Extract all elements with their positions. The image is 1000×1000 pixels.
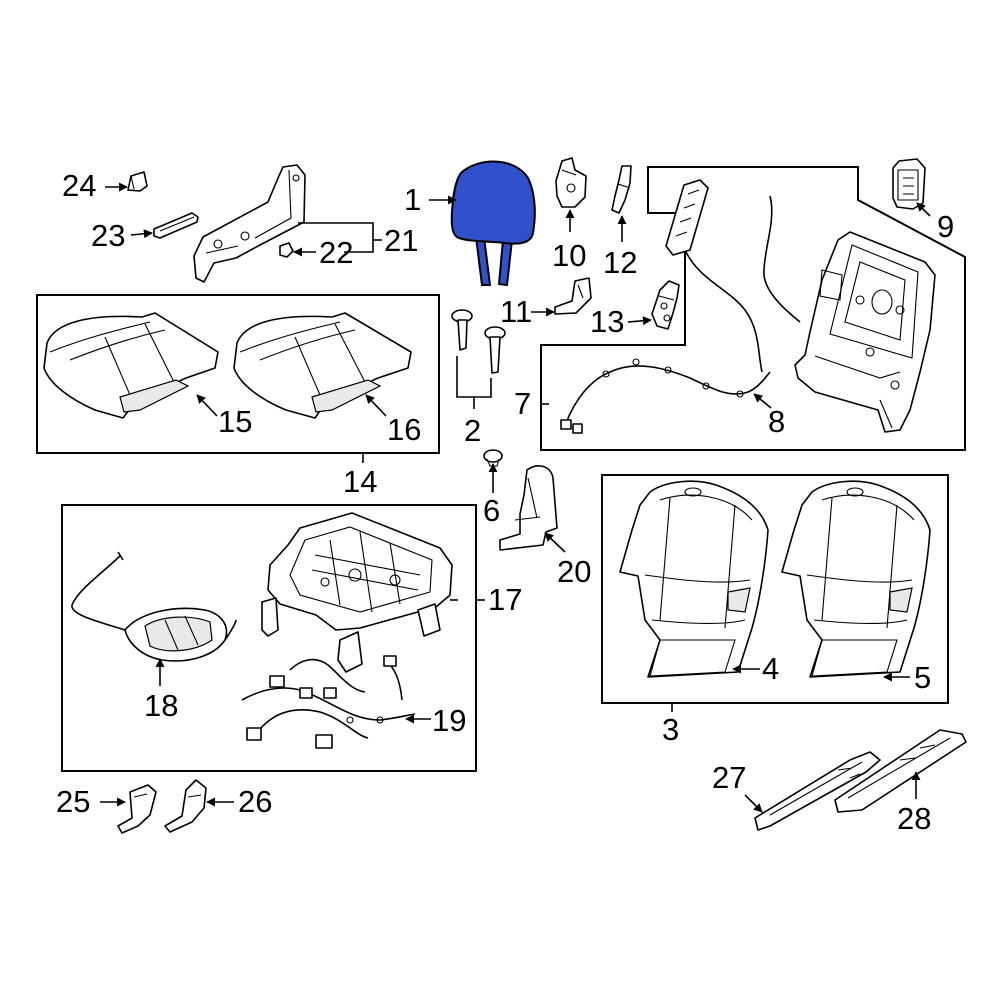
callout-16: 16 [387, 412, 421, 447]
part-20-side-cover[interactable] [499, 465, 558, 551]
part-12-guide[interactable] [611, 165, 632, 214]
part-4-seatback-cover[interactable] [619, 480, 769, 678]
group-box-7 [540, 166, 966, 451]
callout-1: 1 [404, 182, 421, 217]
callout-5: 5 [914, 660, 931, 695]
callout-8: 8 [768, 404, 785, 439]
part-15-seat-cushion[interactable] [43, 312, 219, 419]
part-24-clip[interactable] [127, 171, 148, 192]
part-5-seatback-cover[interactable] [781, 480, 931, 678]
part-23-trim[interactable] [153, 212, 199, 239]
callout-2: 2 [464, 413, 481, 448]
part-9-cover[interactable] [892, 158, 926, 210]
seatback-frame[interactable] [794, 231, 936, 433]
part-26-clip[interactable] [164, 779, 207, 833]
callout-9: 9 [937, 209, 954, 244]
callout-17: 17 [488, 582, 522, 617]
part-28-rail[interactable] [834, 729, 967, 813]
callout-11: 11 [500, 294, 532, 329]
callout-23: 23 [91, 218, 125, 253]
callout-26: 26 [238, 784, 272, 819]
group-box-14 [36, 294, 440, 454]
part-11-bracket[interactable] [554, 277, 592, 315]
part-10-bracket[interactable] [555, 157, 587, 208]
part-19-wire-harness[interactable] [241, 655, 416, 749]
callout-22: 22 [319, 235, 353, 270]
callout-27: 27 [712, 760, 746, 795]
callout-7: 7 [514, 386, 531, 421]
part-27-rail[interactable] [754, 751, 881, 831]
callout-6: 6 [483, 493, 500, 528]
group-box-3 [601, 474, 949, 704]
callout-25: 25 [56, 784, 90, 819]
part-21-side-shield[interactable] [193, 164, 306, 283]
leader-lines [100, 182, 931, 813]
part-16-seat-cushion[interactable] [233, 312, 412, 419]
callout-10: 10 [552, 238, 586, 273]
part-22-grommet[interactable] [279, 242, 294, 258]
callout-21: 21 [384, 223, 418, 258]
callout-18: 18 [144, 688, 178, 723]
callout-14: 14 [343, 464, 377, 499]
part-25-clip[interactable] [117, 784, 157, 834]
part-18-seat-pad[interactable] [71, 551, 237, 662]
callout-19: 19 [432, 703, 466, 738]
callout-12: 12 [603, 245, 637, 280]
part-17-seat-frame[interactable] [261, 512, 458, 673]
headrest-part[interactable] [450, 160, 536, 287]
callout-15: 15 [218, 404, 252, 439]
part-8-harness-with-pad[interactable] [560, 179, 801, 434]
callout-4: 4 [762, 651, 779, 686]
part-6-grommet[interactable] [483, 449, 503, 467]
callout-28: 28 [897, 801, 931, 836]
part-13-latch[interactable] [651, 280, 680, 330]
callout-13: 13 [590, 304, 624, 339]
callout-24: 24 [62, 168, 96, 203]
part-2-headrest-guides[interactable] [451, 309, 506, 409]
callout-3: 3 [662, 712, 679, 747]
callout-20: 20 [557, 554, 591, 589]
group-box-17 [61, 504, 477, 772]
